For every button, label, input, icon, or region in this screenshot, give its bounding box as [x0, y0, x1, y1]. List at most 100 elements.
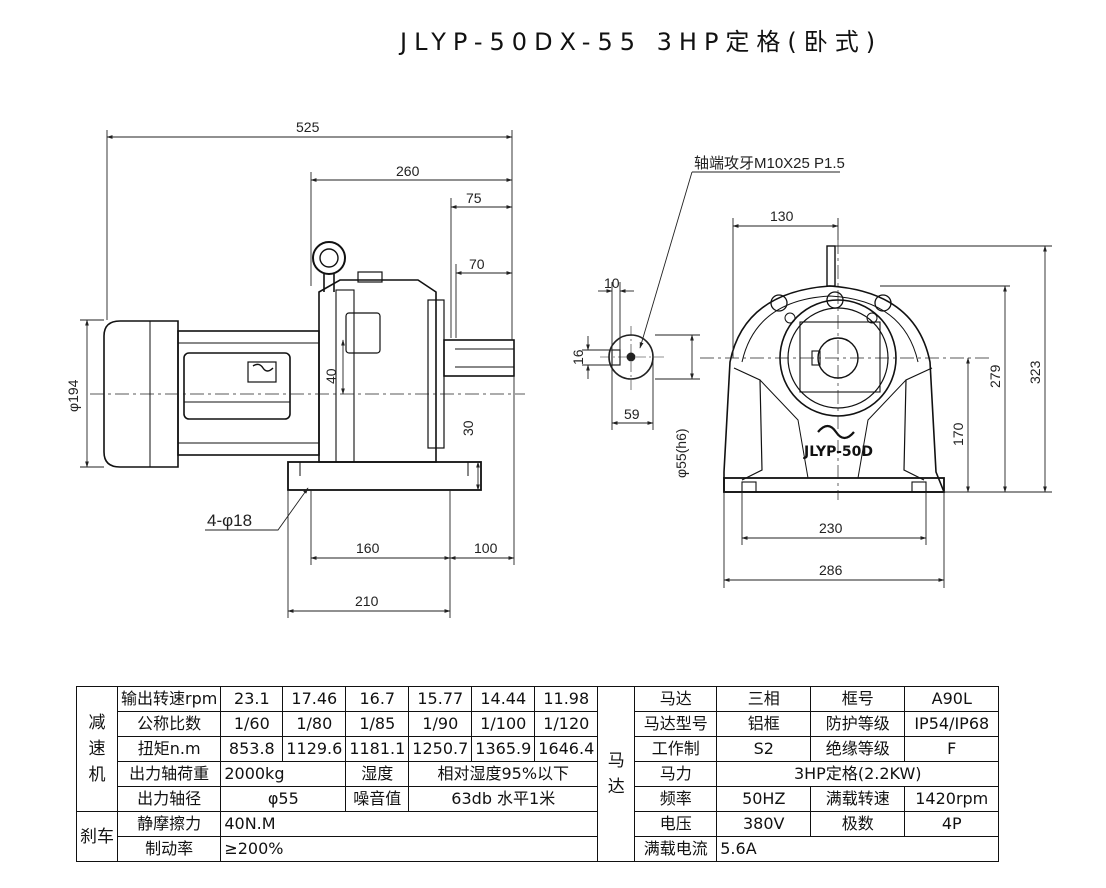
cell: φ55: [220, 786, 347, 812]
cell: 2000kg: [220, 761, 347, 787]
cell: 1/120: [534, 711, 599, 737]
cell: 马达型号: [634, 711, 718, 737]
cell: 40N.M: [220, 811, 599, 837]
row-label: 静摩擦力: [116, 811, 222, 837]
terminal-box: [183, 352, 291, 420]
cell: 频率: [634, 786, 718, 812]
cell: A90L: [904, 686, 1000, 712]
table-row: 出力轴径 φ55 噪音值 63db 水平1米 频率 50HZ 满载转速 1420…: [77, 786, 1000, 812]
cell: 1250.7: [408, 736, 473, 762]
shaft-detail: [582, 171, 840, 430]
base: [287, 461, 482, 491]
dim-overall-length: 525: [296, 119, 320, 135]
cell: 4P: [904, 811, 1000, 837]
cell: 1/80: [282, 711, 347, 737]
cell: 380V: [716, 811, 812, 837]
note-thread: 轴端攻牙M10X25 P1.5: [694, 155, 845, 172]
cell: 工作制: [634, 736, 718, 762]
dim-shaft-offset: 100: [474, 540, 498, 556]
dim-shaft-length: 75: [466, 190, 482, 206]
cell: 1/60: [220, 711, 284, 737]
dim-key-width: 10: [604, 275, 620, 291]
dim-base-width: 286: [819, 562, 843, 578]
cell: 防护等级: [810, 711, 906, 737]
cell: 三相: [716, 686, 812, 712]
logo-icon: [252, 363, 274, 372]
cell: 1/85: [345, 711, 410, 737]
table-row: 刹车 静摩擦力 40N.M 电压 380V 极数 4P: [76, 811, 1000, 862]
cell: 噪音值: [345, 786, 410, 812]
cell: 框号: [810, 686, 906, 712]
table-row: 减速机 输出转速rpm 23.1 17.46 16.7 15.77 14.44 …: [76, 686, 1000, 862]
reducer-side-label: 减速机: [76, 686, 118, 812]
eyebolt-icon: [312, 241, 346, 275]
cell: 铝框: [716, 711, 812, 737]
dim-center-height: 170: [950, 422, 966, 446]
cell: 1/100: [471, 711, 536, 737]
dim-shaft-diameter: φ55(h6): [673, 428, 689, 478]
dim-shaft-extent: 59: [624, 406, 640, 422]
row-label: 制动率: [116, 836, 222, 862]
cell: S2: [716, 736, 812, 762]
cell: 马力: [634, 761, 718, 787]
dim-key-height: 16: [570, 349, 586, 365]
front-view-labels: 130 170 279 323 230 286: [770, 208, 1043, 578]
cell: 1365.9: [471, 736, 536, 762]
table-row: 制动率 ≥200% 满载电流 5.6A: [77, 836, 1000, 862]
cell: 马达: [634, 686, 718, 712]
table-row: 扭矩n.m 853.8 1129.6 1181.1 1250.7 1365.9 …: [77, 736, 1000, 762]
side-view-labels: 525 260 75 70 φ194 40 30 160 100 210 4-φ…: [65, 119, 498, 609]
dim-base-length: 210: [355, 593, 379, 609]
dim-key-length: 70: [469, 256, 485, 272]
cell: 1/90: [408, 711, 473, 737]
dim-hole-spacing: 230: [819, 520, 843, 536]
dim-total-height: 323: [1027, 360, 1043, 384]
row-label: 公称比数: [116, 711, 222, 737]
cell: 1420rpm: [904, 786, 1000, 812]
dim-top-width: 130: [770, 208, 794, 224]
row-label: 输出转速rpm: [116, 686, 222, 712]
cell: F: [904, 736, 1000, 762]
dim-shaft-height: 40: [323, 368, 339, 384]
dim-body-height: 279: [987, 364, 1003, 388]
dim-gear-length: 260: [396, 163, 420, 179]
cell: 相对湿度95%以下: [408, 761, 599, 787]
cell: 湿度: [345, 761, 410, 787]
cell: 11.98: [534, 686, 599, 712]
cell: 853.8: [220, 736, 284, 762]
cell: 16.7: [345, 686, 410, 712]
row-label: 扭矩n.m: [116, 736, 222, 762]
dim-holes: 4-φ18: [207, 511, 252, 530]
cell: 1646.4: [534, 736, 599, 762]
cell: IP54/IP68: [904, 711, 1000, 737]
cell: 14.44: [471, 686, 536, 712]
cell: 3HP定格(2.2KW): [716, 761, 1000, 787]
cell: 1181.1: [345, 736, 410, 762]
housing-outline: [723, 285, 946, 493]
brake-side-label: 刹车: [76, 811, 118, 862]
row-label: 出力轴径: [116, 786, 222, 812]
cell: 极数: [810, 811, 906, 837]
drawing-title: JLYP-50DX-55 3HP定格(卧式): [400, 28, 883, 56]
cell: 满载转速: [810, 786, 906, 812]
cell: 1129.6: [282, 736, 347, 762]
front-view-dimensions: [700, 218, 1052, 588]
cell: 63db 水平1米: [408, 786, 599, 812]
motor-side-label: 马达: [597, 686, 636, 862]
engineering-drawing: 525 260 75 70 φ194 40 30 160 100 210 4-φ…: [65, 119, 1052, 618]
lifting-rod: [826, 245, 836, 287]
cell: ≥200%: [220, 836, 599, 862]
cell: 5.6A: [716, 836, 1000, 862]
brand-logo-icon: [817, 424, 855, 440]
side-view: [103, 241, 515, 491]
cell: 15.77: [408, 686, 473, 712]
cell: 17.46: [282, 686, 347, 712]
spec-table: 减速机 输出转速rpm 23.1 17.46 16.7 15.77 14.44 …: [76, 686, 1000, 862]
cell: 电压: [634, 811, 718, 837]
dim-foot-spacing: 160: [356, 540, 380, 556]
cell: 绝缘等级: [810, 736, 906, 762]
table-row: 出力轴荷重 2000kg 湿度 相对湿度95%以下 马力 3HP定格(2.2KW…: [77, 761, 1000, 787]
shaft-detail-labels: 轴端攻牙M10X25 P1.5 10 16 59 φ55(h6): [570, 155, 845, 478]
motor-body: [177, 330, 320, 456]
cell: 满载电流: [634, 836, 718, 862]
